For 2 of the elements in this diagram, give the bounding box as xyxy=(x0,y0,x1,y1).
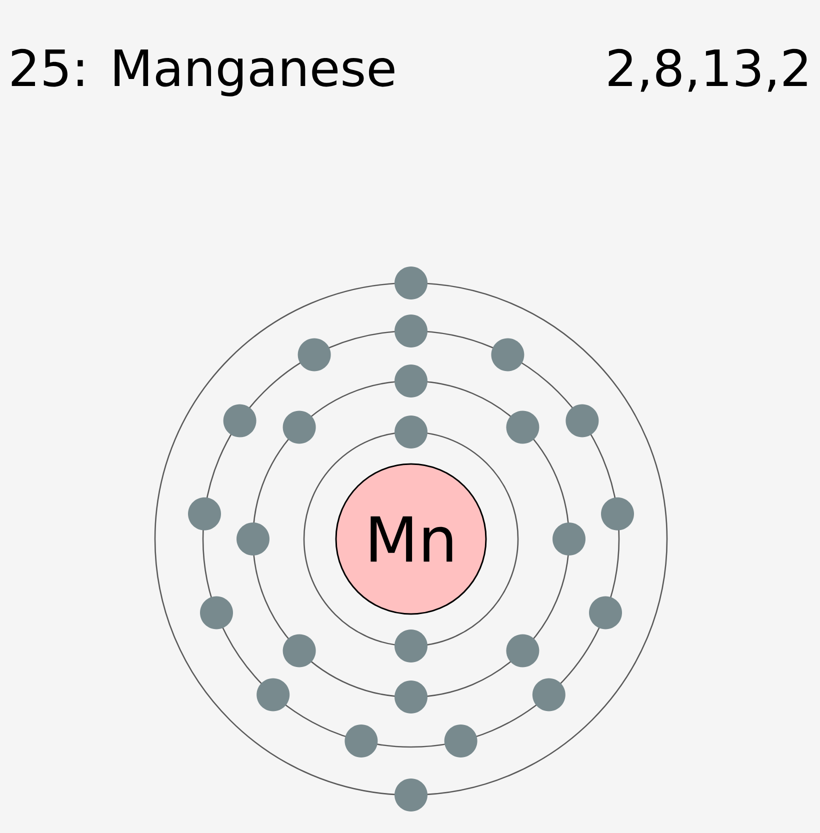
electron-configuration: 2,8,13,2 xyxy=(608,48,807,92)
title: 25: Manganese xyxy=(12,48,394,96)
